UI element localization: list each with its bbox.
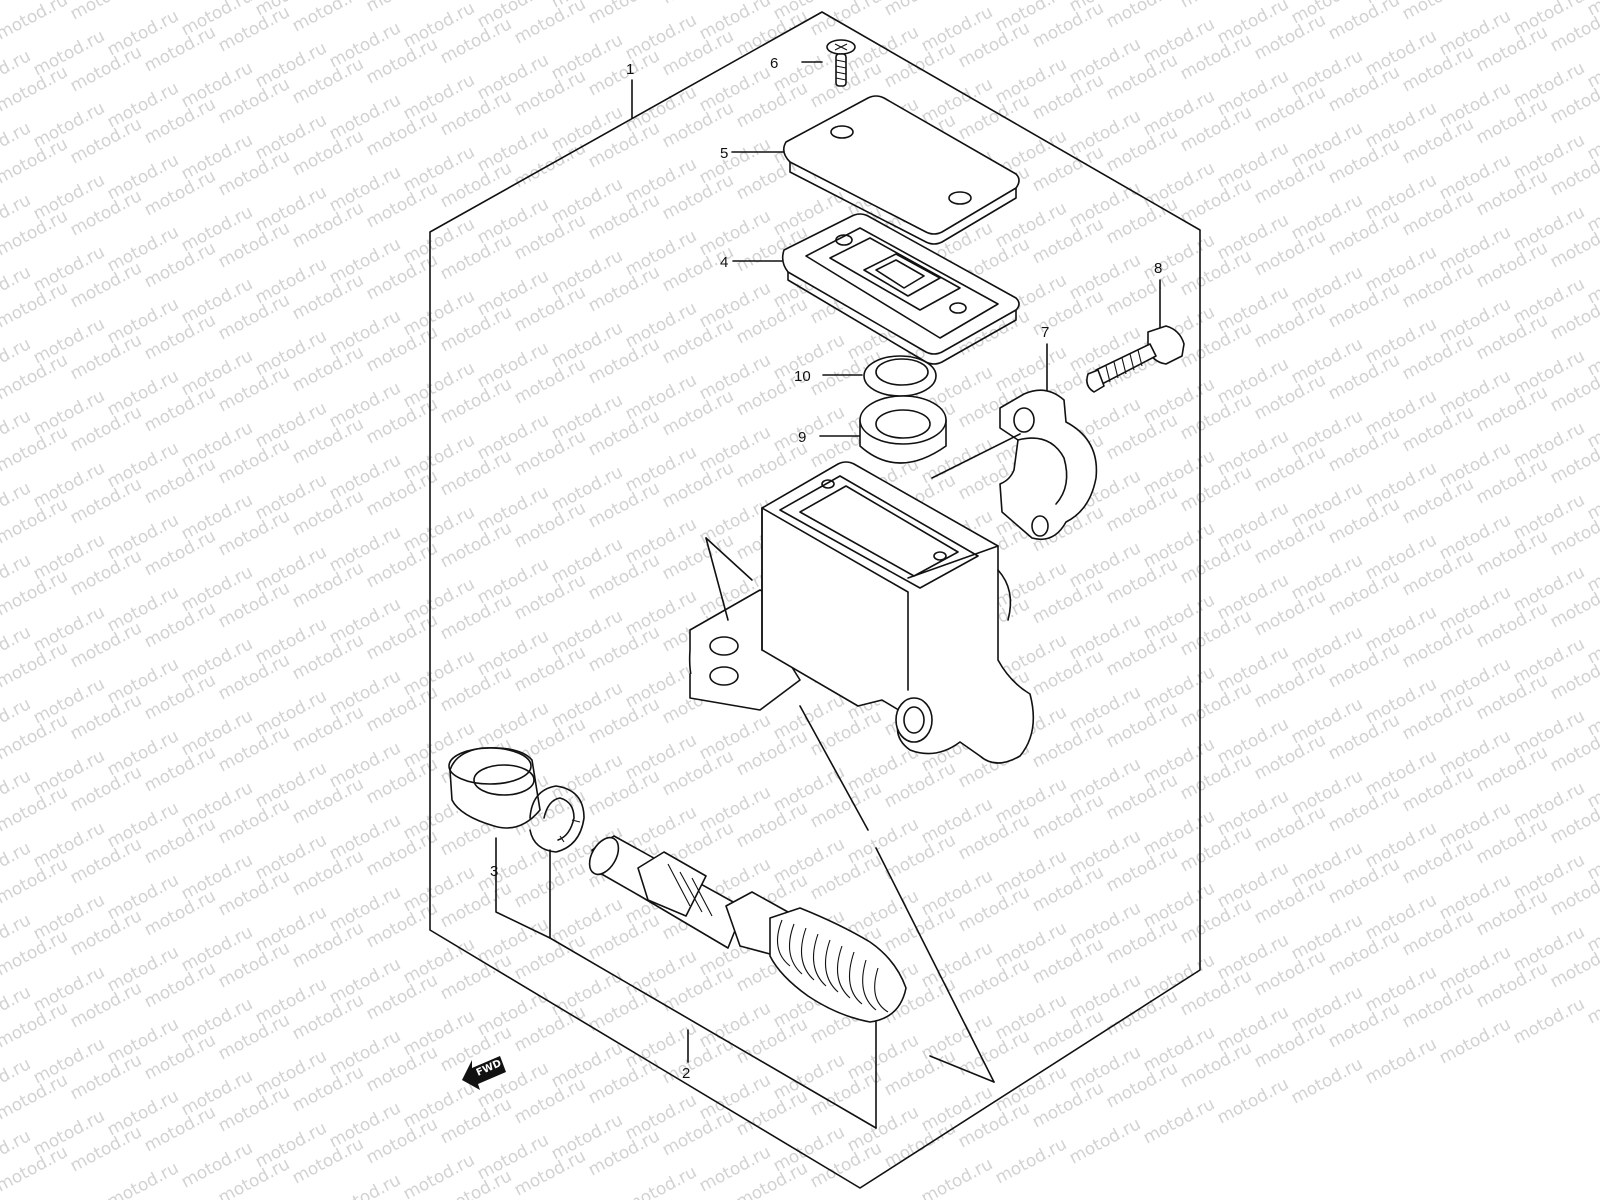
watermark-text: motod.ru xyxy=(1399,0,1477,24)
callout-6: 6 xyxy=(770,55,778,72)
callout-9: 9 xyxy=(798,429,806,446)
watermark-text: motod.ru xyxy=(1103,0,1181,32)
watermark-text: motod.ru xyxy=(1436,1014,1514,1068)
watermark-text: motod.ru xyxy=(807,0,885,40)
watermark-text: motod.ru xyxy=(1177,0,1255,12)
callout-10: 10 xyxy=(794,368,811,385)
watermark-text: motod.ru xyxy=(67,0,145,24)
watermark-text: motod.ru xyxy=(326,1170,404,1200)
watermark-text: motod.ru xyxy=(1362,1034,1440,1088)
watermark-text: motod.ru xyxy=(659,0,737,8)
watermark-text: motod.ru xyxy=(881,0,959,20)
callout-2: 2 xyxy=(682,1065,690,1082)
master-cylinder-body xyxy=(688,433,1035,764)
watermark-text: motod.ru xyxy=(1473,0,1551,4)
grommet-part xyxy=(859,395,947,464)
watermark-text: motod.ru xyxy=(585,0,663,28)
o-ring-part xyxy=(863,355,937,397)
reservoir-cap-part xyxy=(782,95,1020,245)
callout-4: 4 xyxy=(720,254,728,271)
watermark-text: motod.ru xyxy=(1140,1094,1218,1148)
watermark-text: motod.ru xyxy=(104,1158,182,1200)
bolt-part xyxy=(1086,325,1185,393)
axis-lines xyxy=(705,537,995,1083)
watermark-text: motod.ru xyxy=(0,0,71,44)
callout-labels: 1 2 3 4 5 6 7 8 9 10 xyxy=(490,55,1162,1082)
callout-8: 8 xyxy=(1154,260,1162,277)
watermark-text: motod.ru xyxy=(918,1154,996,1200)
clamp-part xyxy=(999,389,1098,541)
watermark-text: motod.ru xyxy=(1066,1114,1144,1168)
watermark-text: motod.ru xyxy=(141,0,219,4)
watermark-text: motod.ru xyxy=(1584,974,1600,1028)
assembly-outline xyxy=(429,11,1201,1189)
callout-3: 3 xyxy=(490,863,498,880)
watermark-text: motod.ru xyxy=(363,0,441,16)
watermark-text: motod.ru xyxy=(622,1162,700,1200)
screw-part xyxy=(826,39,856,87)
watermark-text: motod.ru xyxy=(1288,1054,1366,1108)
callout-7: 7 xyxy=(1041,324,1049,341)
watermark-text: motod.ru xyxy=(1510,994,1588,1048)
callout-5: 5 xyxy=(720,145,728,162)
piston-spring-part xyxy=(588,835,907,1023)
diaphragm-part xyxy=(781,213,1020,365)
watermark-text: motod.ru xyxy=(992,1134,1070,1188)
leader-lines xyxy=(495,61,1161,1129)
circlip-part xyxy=(529,785,585,853)
callout-1: 1 xyxy=(626,61,634,78)
boot-part xyxy=(448,746,541,829)
watermark-text: motod.ru xyxy=(289,0,367,36)
watermark-text: motod.ru xyxy=(1214,1074,1292,1128)
